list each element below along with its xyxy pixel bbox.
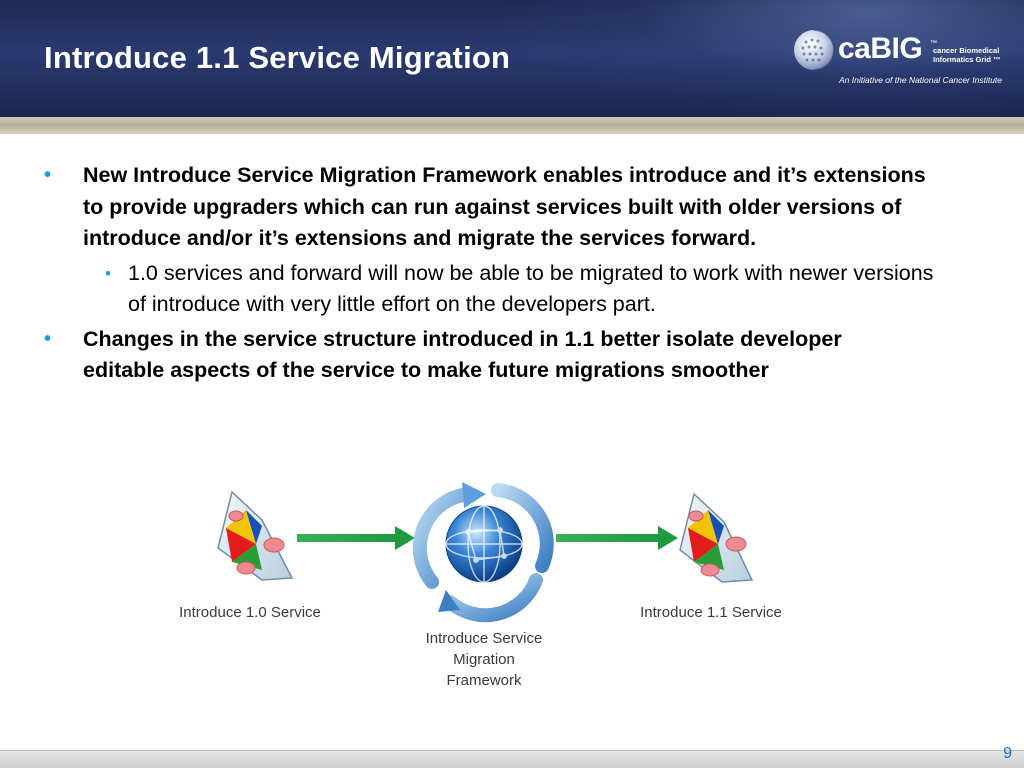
- logo-subtitle-line2: Informatics Grid ™: [933, 55, 1001, 64]
- diagram-graphics: [217, 482, 754, 623]
- framework-label-line2: Migration: [453, 651, 515, 668]
- logo-initiative: An Initiative of the National Cancer Ins…: [839, 75, 1003, 85]
- arrow-right-icon: [556, 526, 678, 550]
- cycle-arrows-icon: [412, 482, 554, 623]
- bullet-text: Changes in the service structure introdu…: [83, 326, 842, 383]
- bullet-marker: •: [44, 327, 52, 350]
- bullet-marker: •: [105, 263, 111, 283]
- slide-header: Introduce 1.1 Service Migration caBIG ™: [0, 0, 1024, 117]
- bullet-item: • Changes in the service structure intro…: [44, 324, 904, 387]
- framework-label-line1: Introduce Service: [425, 630, 543, 647]
- header-divider-band: [0, 117, 1024, 134]
- logo-subtitle: cancer Biomedical Informatics Grid ™: [933, 46, 1009, 64]
- arrow-right-icon: [297, 526, 415, 550]
- service-icon-left: [217, 490, 294, 581]
- sub-bullet-text: 1.0 services and forward will now be abl…: [128, 260, 934, 317]
- framework-label: Introduce Service Migration Framework: [404, 628, 564, 691]
- header-glow: [504, 0, 1024, 117]
- logo-brand: caBIG: [838, 32, 923, 65]
- sub-bullet-item: • 1.0 services and forward will now be a…: [44, 258, 944, 321]
- bullet-item: • New Introduce Service Migration Framew…: [44, 160, 934, 255]
- bullet-list: • New Introduce Service Migration Framew…: [44, 160, 974, 387]
- slide-title: Introduce 1.1 Service Migration: [44, 40, 511, 75]
- service-icon-right: [679, 492, 754, 583]
- left-service-label: Introduce 1.0 Service: [179, 604, 321, 621]
- bullet-text: New Introduce Service Migration Framewor…: [83, 163, 926, 250]
- right-service-label: Introduce 1.1 Service: [640, 604, 782, 621]
- globe-icon: [445, 505, 523, 583]
- globe-icon: [794, 29, 835, 71]
- bullet-marker: •: [44, 164, 52, 186]
- cabig-logo: caBIG ™ cancer Biomedical Informatics Gr…: [790, 28, 1010, 90]
- slide-footer: [0, 750, 1024, 768]
- logo-subtitle-line1: cancer Biomedical: [933, 46, 1000, 55]
- migration-diagram: Introduce 1.0 Service Introduce 1.1 Serv…: [0, 470, 1024, 700]
- page-number: 9: [1003, 745, 1012, 762]
- framework-label-line3: Framework: [446, 672, 522, 689]
- logo-trademark: ™: [930, 40, 937, 47]
